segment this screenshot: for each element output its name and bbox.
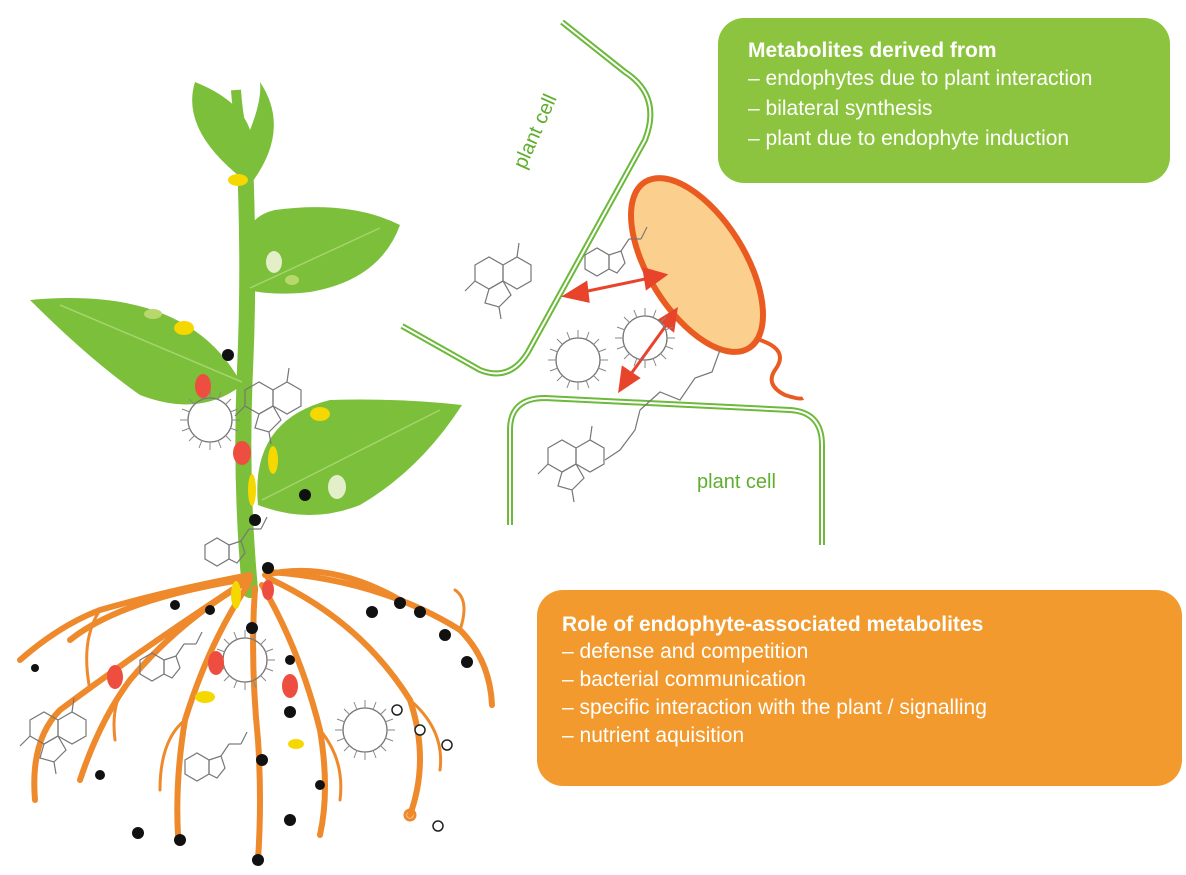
metabolites-item: – endophytes due to plant interaction <box>748 64 1148 94</box>
lower-cell-label: plant cell <box>697 471 776 493</box>
metabolites-item: – plant due to endophyte induction <box>748 124 1148 154</box>
role-of-metabolites-box: Role of endophyte-associated metabolites… <box>537 590 1182 786</box>
upper-cell-label: plant cell <box>509 91 561 172</box>
plant <box>20 82 492 866</box>
role-item: – nutrient aquisition <box>562 722 1160 750</box>
role-item: – defense and competition <box>562 638 1160 666</box>
upper-plant-cell <box>402 22 650 373</box>
role-box-title: Role of endophyte-associated metabolites <box>562 612 1160 638</box>
bacterium <box>604 156 803 398</box>
role-item: – specific interaction with the plant / … <box>562 694 1160 722</box>
metabolites-item: – bilateral synthesis <box>748 94 1148 124</box>
role-item: – bacterial communication <box>562 666 1160 694</box>
metabolites-box-title: Metabolites derived from <box>748 38 1148 64</box>
metabolites-derived-box: Metabolites derived from – endophytes du… <box>718 18 1170 183</box>
